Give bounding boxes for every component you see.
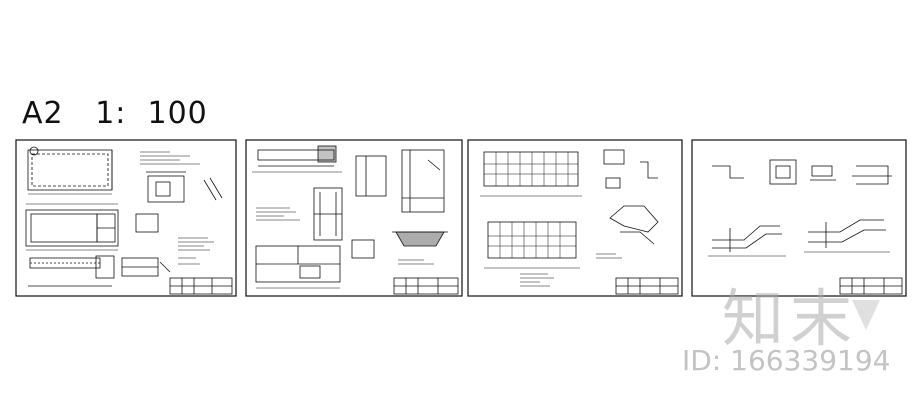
- watermark-id-text: ID: 166339194: [682, 344, 891, 377]
- drawing-sheet-1: [15, 139, 237, 297]
- drawing-sheet-4: [691, 139, 907, 297]
- drawing-sheet-3: [467, 139, 683, 297]
- watermark-shape: [852, 300, 880, 330]
- scale-label: A2 1: 100: [22, 96, 208, 131]
- drawing-sheet-2: [245, 139, 463, 297]
- watermark-logo-text: 知末: [722, 282, 859, 355]
